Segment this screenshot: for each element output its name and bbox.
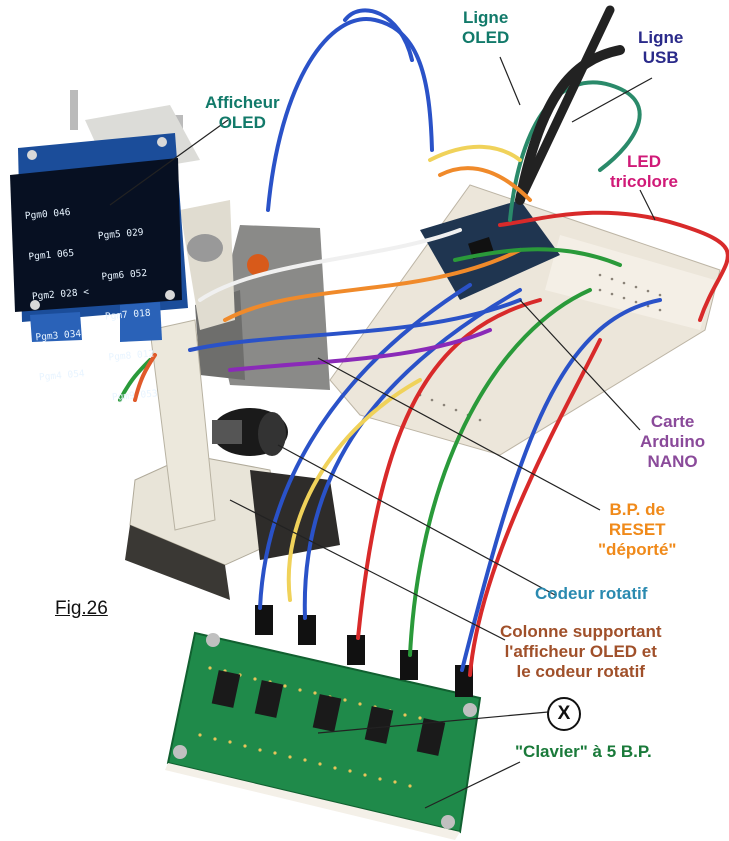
- column-stand: [125, 200, 340, 600]
- push-buttons: [211, 670, 446, 756]
- label-line: NANO: [647, 452, 698, 471]
- label-afficheur-oled: Afficheur OLED: [205, 93, 280, 133]
- label-clavier: "Clavier" à 5 B.P.: [515, 742, 652, 762]
- label-line: Colonne supportant: [500, 622, 662, 641]
- oled-line: Pgm0 046: [24, 206, 71, 222]
- leader-lines: [109, 56, 656, 809]
- label-line: "Clavier" à 5 B.P.: [515, 742, 652, 761]
- label-line: tricolore: [610, 172, 679, 191]
- label-line: OLED: [462, 28, 510, 47]
- oled-module: [10, 133, 188, 342]
- oled-line: Pgm4 054: [38, 368, 86, 384]
- label-line: Arduino: [640, 432, 706, 451]
- oled-line: Pgm1 065: [27, 247, 75, 263]
- label-line: RESET: [608, 520, 666, 539]
- oled-line: Pgm6 052: [100, 267, 148, 283]
- oled-line: Pgm7 018: [104, 307, 152, 323]
- label-carte-arduino: Carte Arduino NANO: [640, 412, 705, 472]
- label-line: Codeur rotatif: [535, 584, 648, 603]
- breadboard: [329, 184, 721, 456]
- oled-line: Pgm9 053: [111, 388, 159, 404]
- label-line: B.P. de: [609, 500, 665, 519]
- label-line: USB: [642, 48, 679, 67]
- wires: [118, 5, 729, 677]
- oled-line: Pgm5 029: [97, 226, 144, 242]
- figure-label: Fig.26: [55, 598, 108, 619]
- label-ligne-oled: Ligne OLED: [462, 8, 509, 48]
- oled-line: Pgm2 028 <: [31, 286, 90, 303]
- label-line: LED: [627, 152, 662, 171]
- x-marker: X: [547, 697, 581, 731]
- label-line: l'afficheur OLED et: [504, 642, 657, 661]
- label-led-tricolore: LED tricolore: [610, 152, 678, 192]
- label-line: "déporté": [598, 540, 677, 559]
- label-line: Afficheur: [205, 93, 280, 112]
- label-codeur-rotatif: Codeur rotatif: [535, 584, 647, 604]
- label-line: le codeur rotatif: [516, 662, 645, 681]
- label-line: Ligne: [462, 8, 509, 27]
- oled-line: Pgm3 034: [35, 327, 82, 343]
- label-ligne-usb: Ligne USB: [638, 28, 683, 68]
- label-line: Carte: [650, 412, 695, 431]
- label-line: OLED: [218, 113, 266, 132]
- rotary-encoder: [212, 408, 288, 456]
- label-colonne: Colonne supportant l'afficheur OLED et l…: [500, 622, 661, 682]
- label-bp-reset: B.P. de RESET "déporté": [598, 500, 676, 560]
- label-line: Ligne: [638, 28, 684, 47]
- oled-line: Pgm8 012: [108, 347, 155, 363]
